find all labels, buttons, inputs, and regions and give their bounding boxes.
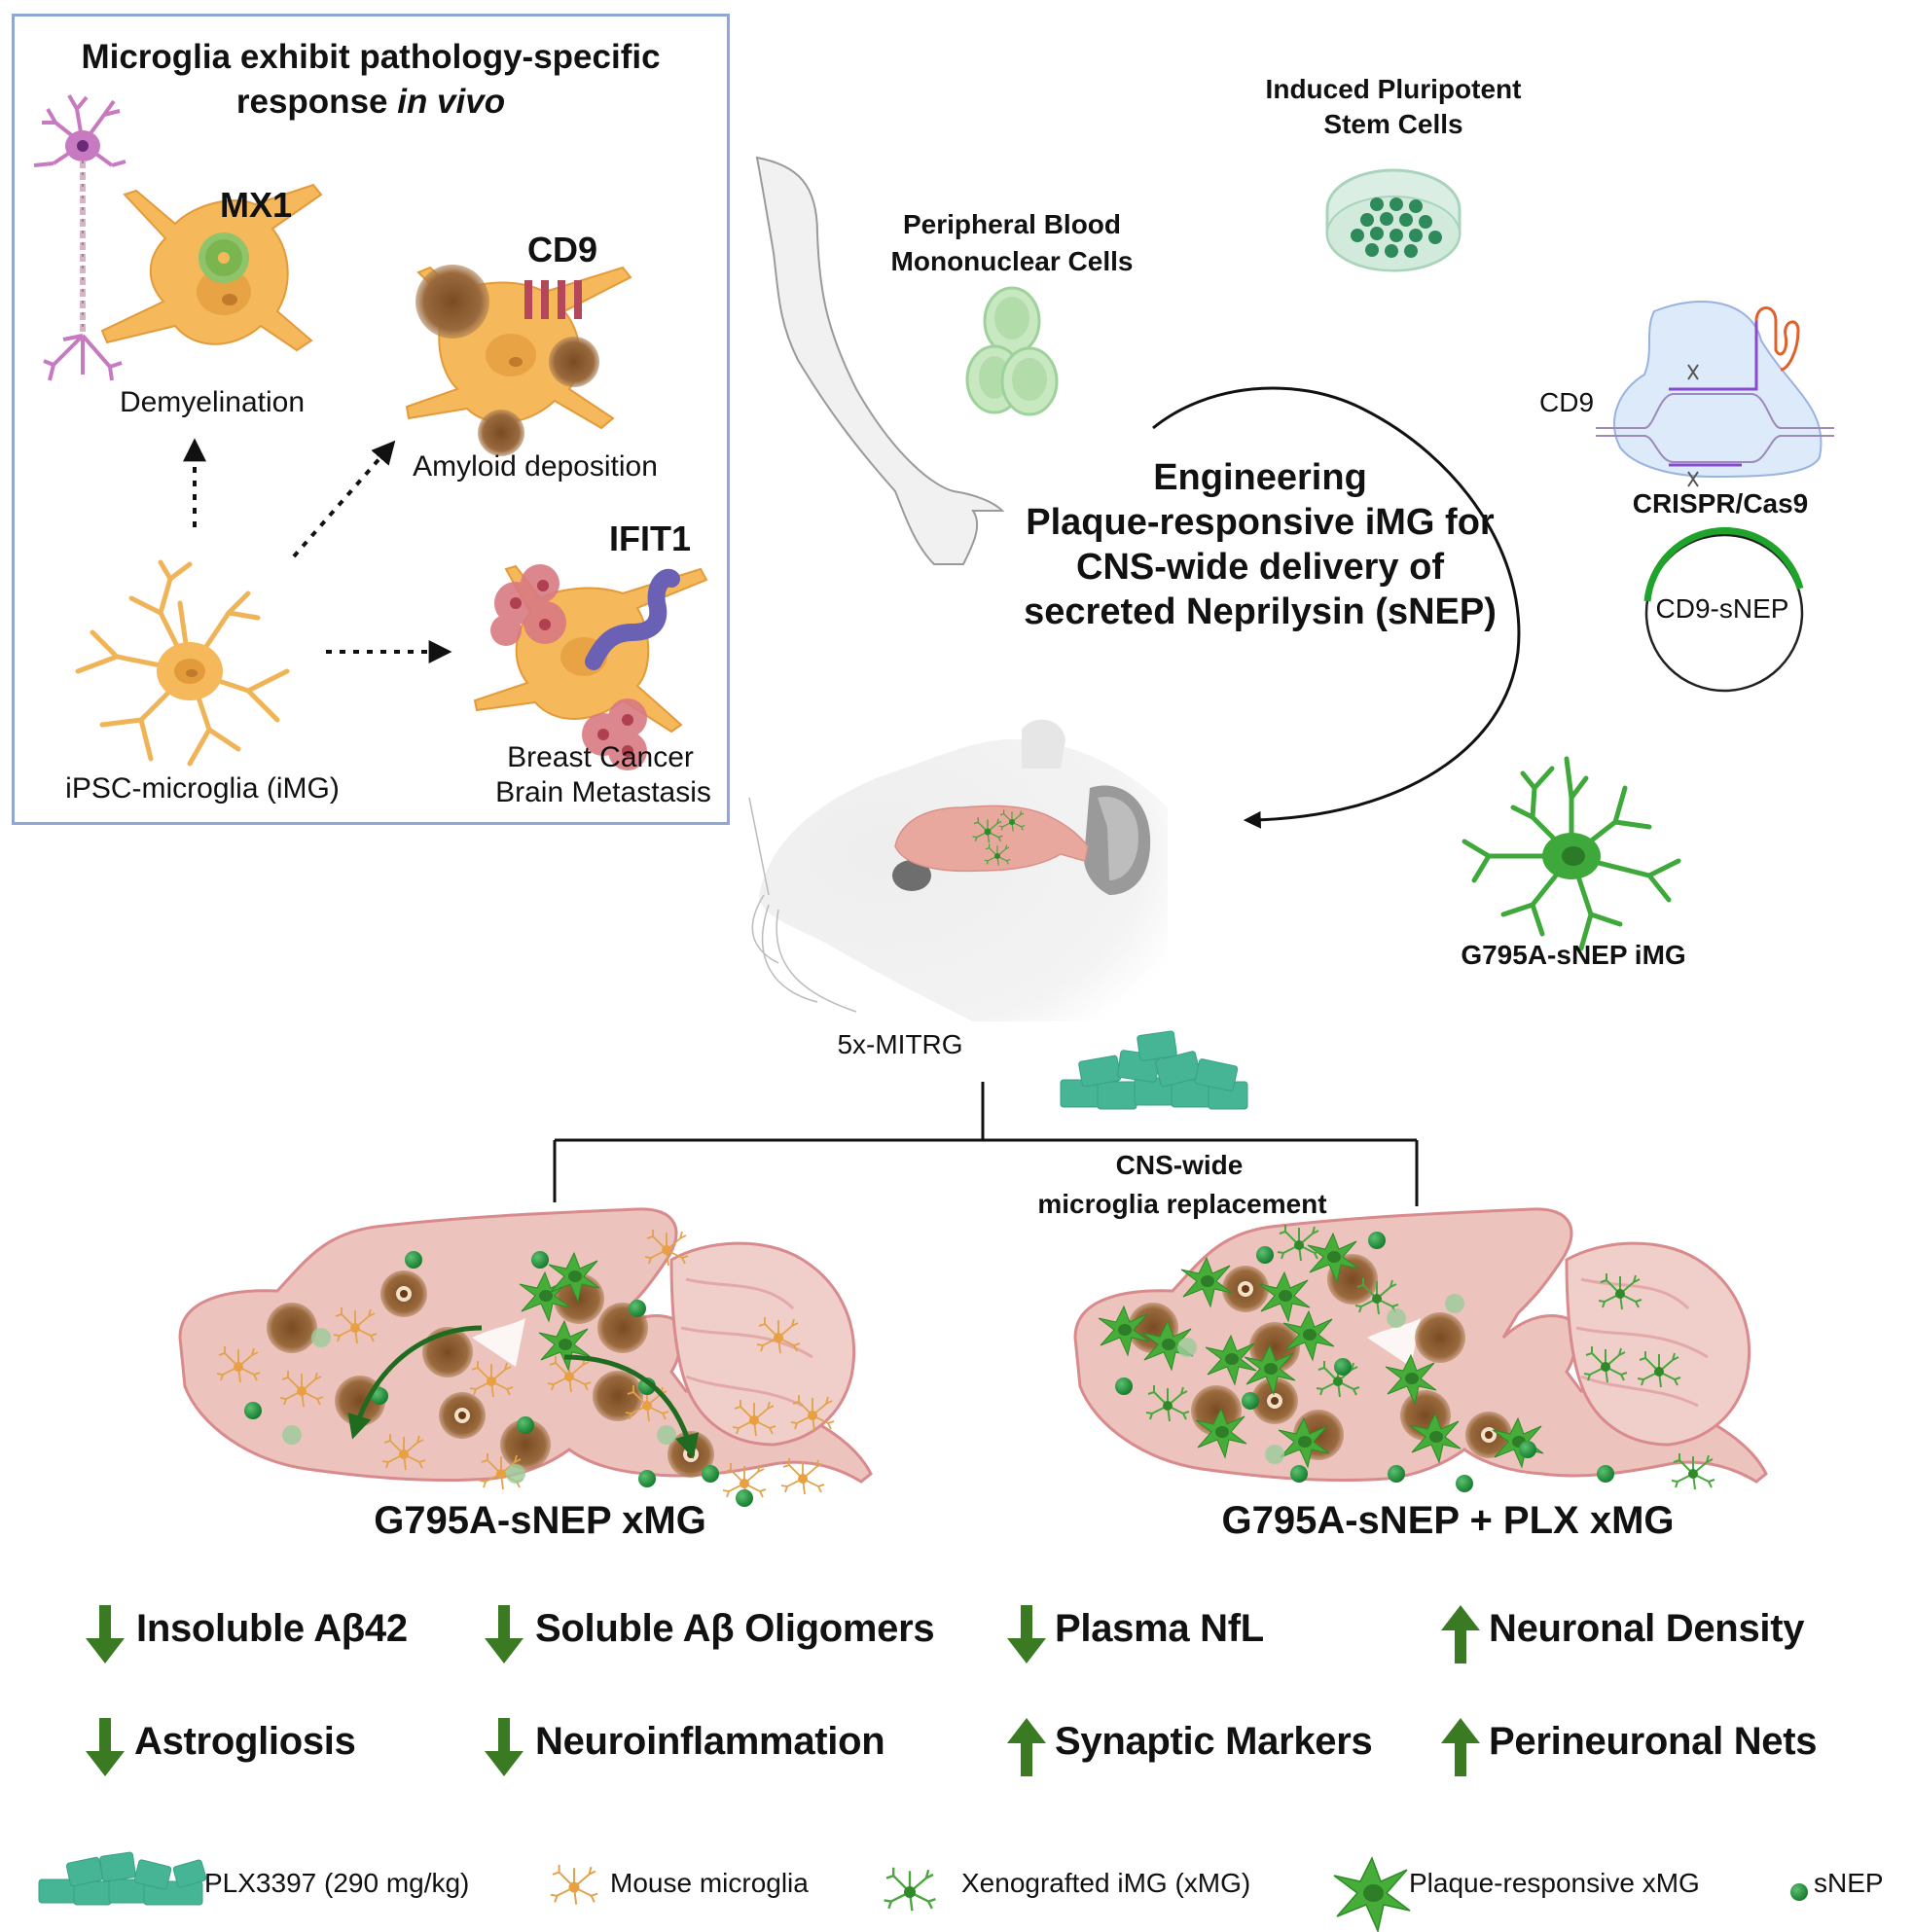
legend-item-plx: PLX3397 (290 mg/kg) <box>204 1858 469 1909</box>
ipsc-microglia-label: iPSC-microglia (iMG) <box>65 772 340 805</box>
up-arrow-icon <box>1007 1718 1046 1776</box>
down-arrow-icon <box>86 1718 125 1776</box>
mouse-head-illustration <box>748 719 1168 1021</box>
plx-pills-illustration <box>1060 1030 1248 1110</box>
treatment-label-line2: microglia replacement <box>1037 1189 1327 1219</box>
outcome-label: Astrogliosis <box>134 1720 356 1763</box>
crispr-cas9-illustration <box>1596 301 1834 487</box>
treatment-label-line1: CNS-wide <box>1115 1150 1244 1180</box>
down-arrow-icon <box>485 1605 523 1664</box>
breast-cancer-label-line1: Breast Cancer <box>507 741 694 773</box>
legend-xenografted-img-icon <box>883 1866 937 1913</box>
outcome-item: Astrogliosis <box>86 1720 356 1764</box>
legend-item-xenografted-img: Xenografted iMG (xMG) <box>961 1858 1250 1909</box>
outcome-label: Neuroinflammation <box>535 1720 885 1763</box>
outcome-item: Neuroinflammation <box>485 1720 885 1764</box>
breast-cancer-label-line2: Brain Metastasis <box>495 776 711 808</box>
outcome-item: Insoluble Aβ42 <box>86 1607 408 1651</box>
legend-item-snep: sNEP <box>1814 1858 1884 1909</box>
ifit1-microglia-illustration <box>473 564 708 770</box>
ipsc-label-line1: Induced Pluripotent <box>1265 74 1522 104</box>
outcome-item: Soluble Aβ Oligomers <box>485 1607 935 1651</box>
inset-title-line1: Microglia exhibit pathology-specific <box>81 38 661 76</box>
legend-label: PLX3397 (290 mg/kg) <box>204 1868 470 1898</box>
pbmc-label-line1: Peripheral Blood <box>902 209 1122 239</box>
legend-label: Xenografted iMG (xMG) <box>961 1868 1251 1898</box>
legend-plaque-responsive-xmg-icon <box>1333 1857 1411 1932</box>
down-arrow-icon <box>485 1718 523 1776</box>
pbmc-cells-illustration <box>965 286 1059 416</box>
marker-mx1-label: MX1 <box>219 185 293 225</box>
ipsc-dish-illustration <box>1325 168 1462 272</box>
amyloid-deposition-label: Amyloid deposition <box>413 450 658 483</box>
pbmc-label-line2: Mononuclear Cells <box>890 246 1134 276</box>
outcome-label: Neuronal Density <box>1489 1607 1805 1650</box>
engineering-title: Engineering Plaque-responsive iMG for CN… <box>1024 455 1497 634</box>
group-label-left: G795A-sNEP xMG <box>374 1499 706 1542</box>
legend-label: sNEP <box>1814 1868 1884 1898</box>
ipsc-label-line2: Stem Cells <box>1323 109 1463 139</box>
legend-item-mouse-microglia: Mouse microglia <box>610 1858 809 1909</box>
legend-label: Mouse microglia <box>610 1868 809 1898</box>
legend-mouse-microglia-icon <box>549 1863 599 1906</box>
cd9-snep-plasmid-illustration <box>1643 526 1804 693</box>
engineering-line1: Engineering <box>1153 457 1367 498</box>
inset-title-line2: response in vivo <box>81 80 660 125</box>
neuron-illustration <box>33 94 126 381</box>
outcome-label: Insoluble Aβ42 <box>136 1607 408 1650</box>
outcome-label: Synaptic Markers <box>1055 1720 1373 1763</box>
outcome-item: Perineuronal Nets <box>1442 1720 1818 1764</box>
marker-cd9-label: CD9 <box>526 230 598 269</box>
inset-title-plain: response <box>235 83 398 122</box>
brain-right-illustration <box>1073 1207 1768 1492</box>
up-arrow-icon <box>1441 1718 1480 1776</box>
engineered-img-illustration <box>1462 756 1681 951</box>
engineering-line3: CNS-wide delivery of <box>1076 547 1444 588</box>
marker-ifit1-label: IFIT1 <box>608 519 692 558</box>
outcome-item: Neuronal Density <box>1442 1607 1804 1651</box>
engineering-cycle-arrow <box>1152 386 1521 829</box>
treatment-tree-lines <box>553 1082 1419 1206</box>
legend-label: Plaque-responsive xMG <box>1409 1868 1700 1898</box>
engineering-line2: Plaque-responsive iMG for <box>1026 502 1495 543</box>
up-arrow-icon <box>1441 1605 1480 1664</box>
inset-title-italic: in vivo <box>397 83 506 122</box>
engineered-img-label: G795A-sNEP iMG <box>1461 940 1686 970</box>
cd9-microglia-illustration <box>405 265 632 456</box>
crispr-tool-label: CRISPR/Cas9 <box>1632 488 1809 519</box>
engineering-line4: secreted Neprilysin (sNEP) <box>1024 591 1497 632</box>
group-label-right: G795A-sNEP + PLX xMG <box>1221 1499 1675 1542</box>
ipsc-microglia-illustration <box>75 559 290 767</box>
demyelination-label: Demyelination <box>119 386 306 418</box>
brain-left-illustration <box>178 1207 873 1507</box>
inset-title: Microglia exhibit pathology-specific res… <box>81 35 660 125</box>
outcome-item: Synaptic Markers <box>1008 1720 1373 1764</box>
legend-plx-pills-icon <box>38 1851 207 1906</box>
outcome-arrows <box>86 1605 1480 1776</box>
pathology-inset-box <box>12 14 730 825</box>
legend-item-plaque-responsive-xmg: Plaque-responsive xMG <box>1409 1858 1700 1909</box>
down-arrow-icon <box>1007 1605 1046 1664</box>
mouse-model-label: 5x-MITRG <box>837 1029 963 1059</box>
inset-pathway-arrows <box>183 438 452 663</box>
down-arrow-icon <box>86 1605 125 1664</box>
plasmid-label: CD9-sNEP <box>1655 593 1789 624</box>
outcome-label: Plasma NfL <box>1055 1607 1264 1650</box>
legend-snep-icon <box>1790 1883 1808 1901</box>
mx1-microglia-illustration <box>100 183 323 352</box>
outcome-label: Perineuronal Nets <box>1489 1720 1818 1763</box>
human-arm-illustration <box>755 156 1005 565</box>
outcome-item: Plasma NfL <box>1008 1607 1264 1651</box>
outcome-label: Soluble Aβ Oligomers <box>535 1607 935 1650</box>
crispr-target-label: CD9 <box>1539 387 1595 417</box>
